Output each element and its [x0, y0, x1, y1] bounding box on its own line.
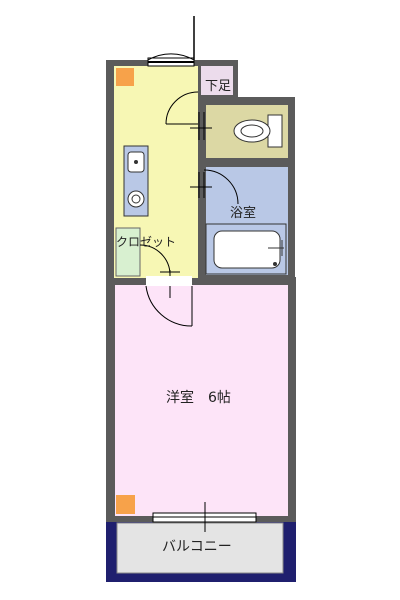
toilet-icon [233, 114, 283, 148]
closet-label: クロゼット [116, 235, 176, 249]
front-door-swing [147, 53, 195, 61]
western-room-door-gap [146, 276, 192, 286]
bathtub-icon [205, 223, 287, 275]
genkan-floor [201, 66, 233, 95]
genkan-label: 下足 [205, 79, 231, 94]
closet-floor [115, 227, 141, 277]
toilet-door-swing [165, 91, 199, 125]
bath-door-swing [203, 169, 239, 205]
western-room-door-swing [145, 285, 193, 327]
western-room-label: 洋室 6帖 [166, 389, 231, 406]
western-room-floor [115, 285, 288, 516]
balcony-floor [116, 522, 284, 574]
stove-icon [127, 190, 145, 208]
balcony-label: バルコニー [162, 539, 232, 555]
corner-marker-top [116, 68, 134, 86]
bath-label: 浴室 [230, 205, 256, 221]
corner-marker-bottom [116, 495, 135, 514]
